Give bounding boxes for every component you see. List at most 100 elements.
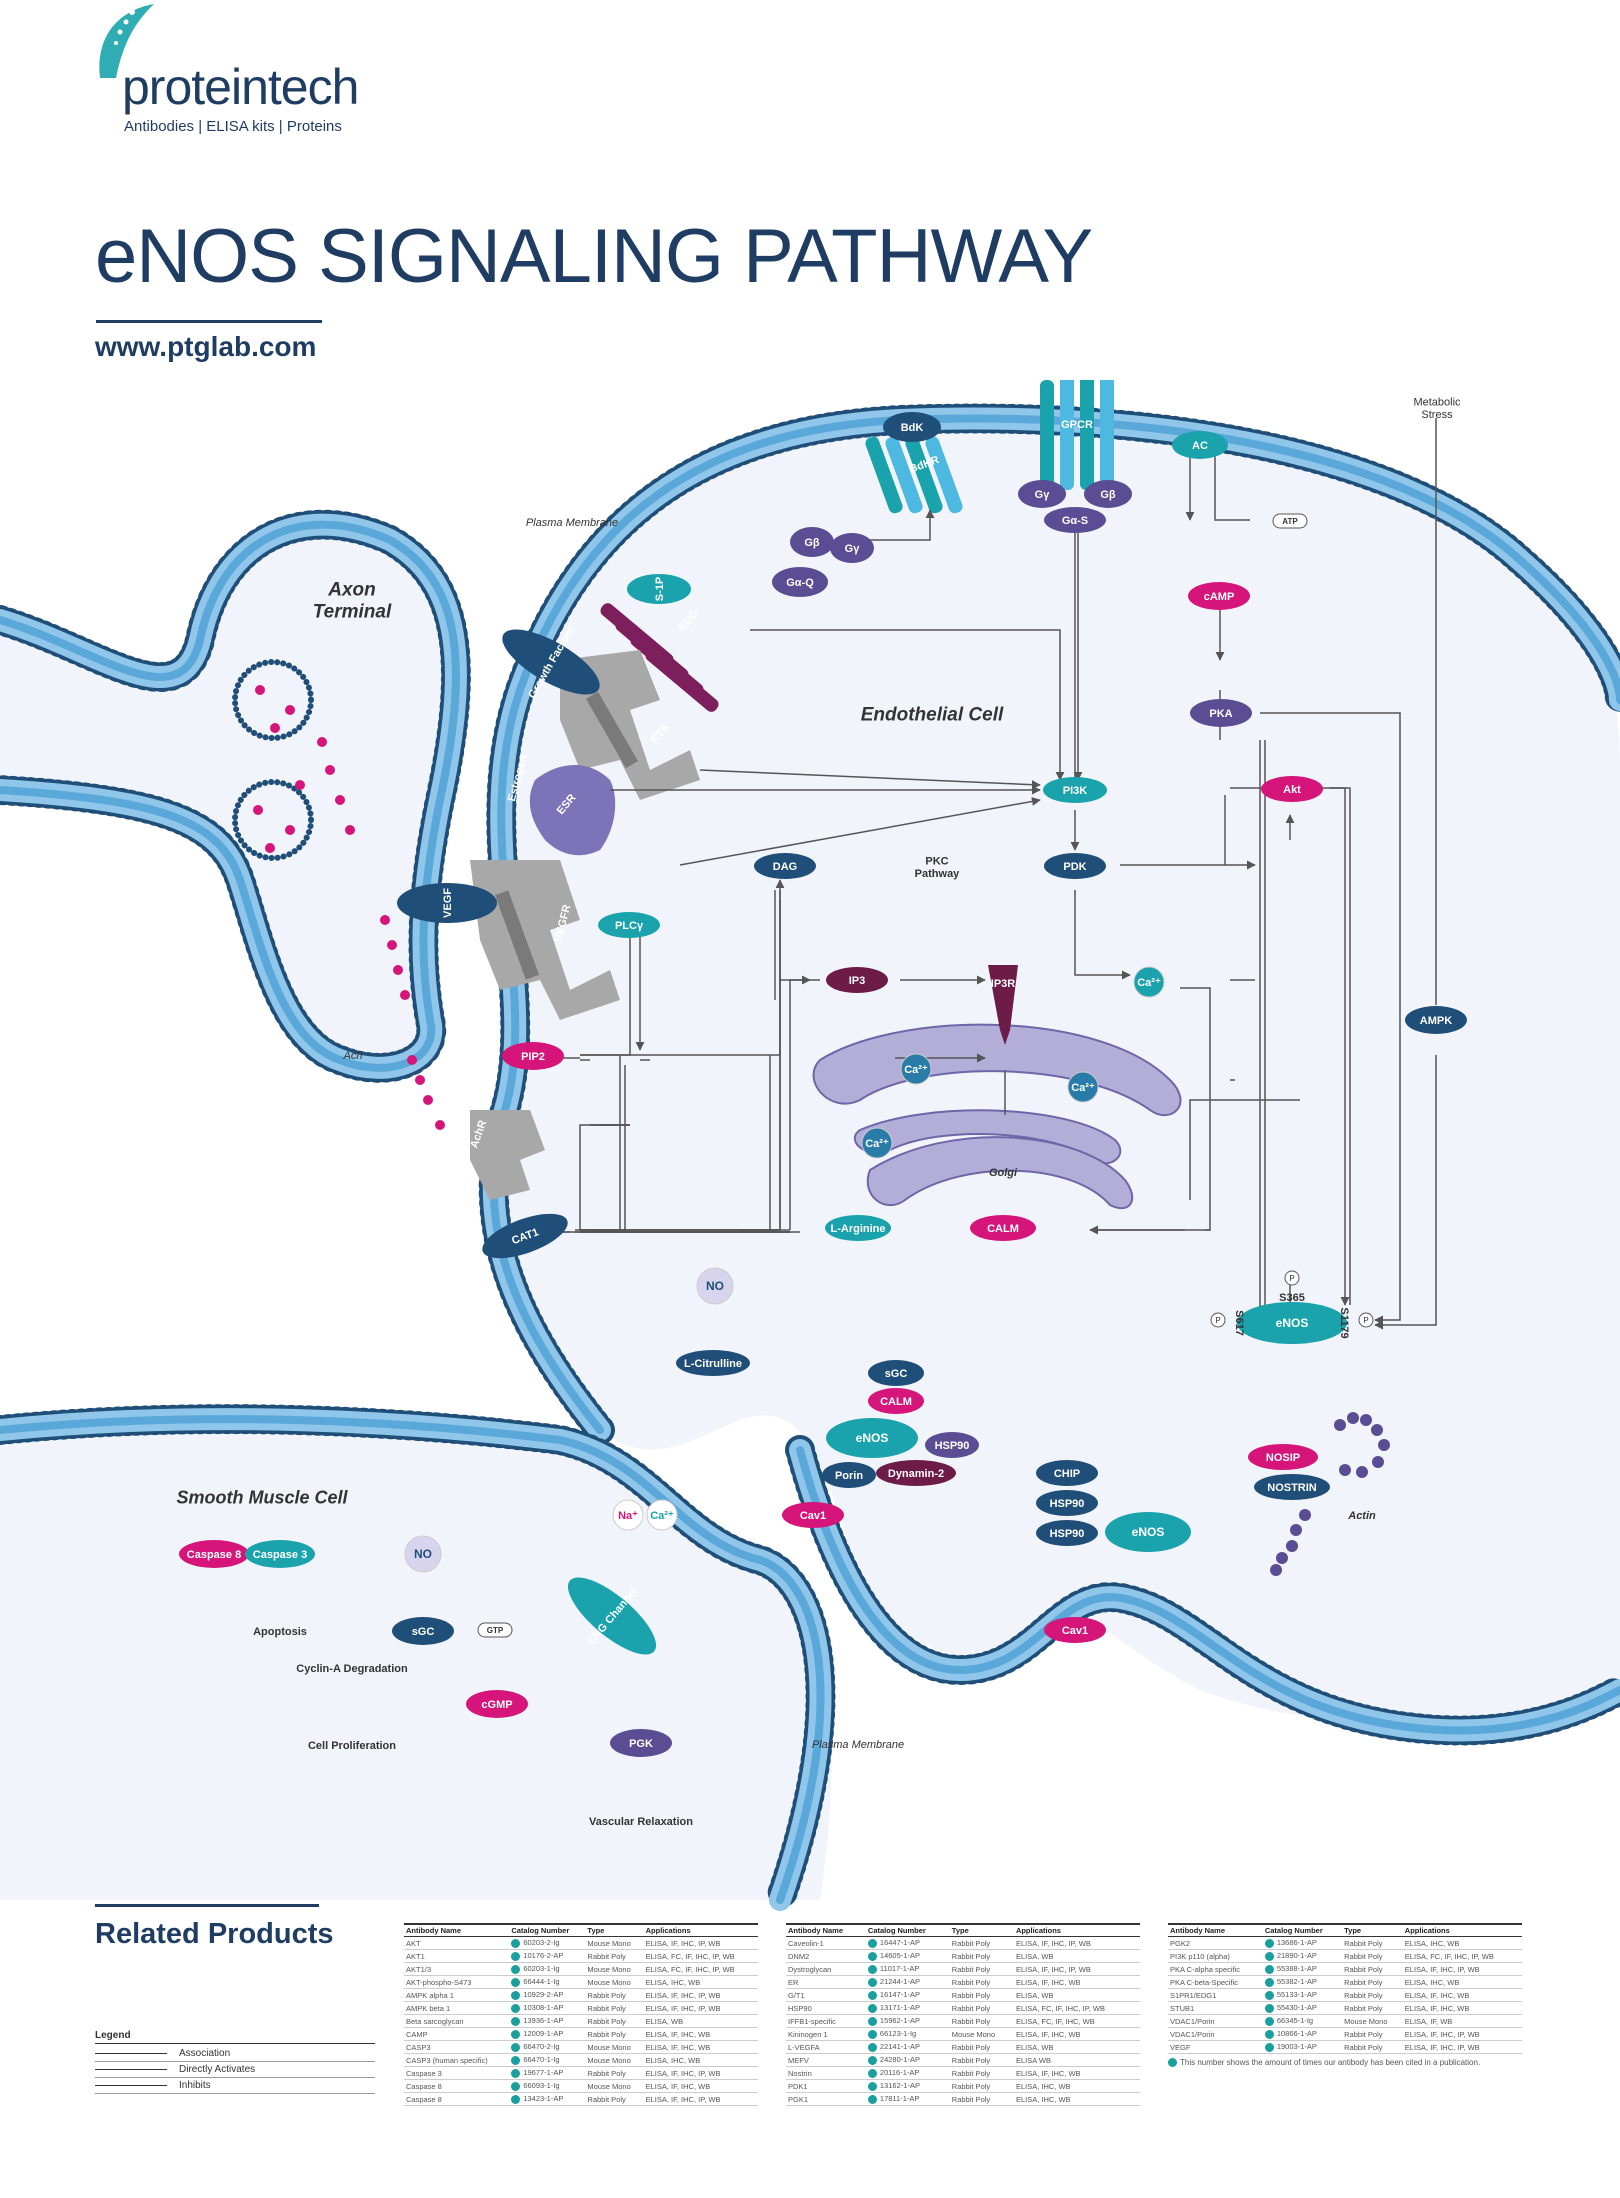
receptor-bdk: BdK [883, 412, 941, 442]
node-ampk: AMPK [1405, 1006, 1467, 1034]
citation-badge [1264, 1938, 1274, 1948]
svg-text:eNOS: eNOS [1132, 1525, 1165, 1539]
svg-text:L-Citrulline: L-Citrulline [684, 1358, 742, 1370]
svg-text:eNOS: eNOS [856, 1431, 889, 1445]
svg-text:Plasma Membrane: Plasma Membrane [812, 1739, 904, 1751]
citation-badge [511, 2068, 521, 2078]
pathway-arrows [560, 418, 1437, 1330]
gpcr-receptor [1040, 380, 1114, 490]
node-enos_main: eNOS [1237, 1302, 1347, 1344]
svg-text:Ach: Ach [343, 1050, 363, 1062]
node-pka: PKA [1190, 699, 1252, 727]
svg-text:sGC: sGC [412, 1626, 435, 1638]
node-cav1a: Cav1 [782, 1502, 844, 1528]
node-sgc2: sGC [392, 1617, 454, 1645]
citation-badge [511, 2081, 521, 2091]
legend: Legend Association Directly Activates In… [95, 2030, 375, 2094]
svg-text:ATP: ATP [1282, 517, 1298, 526]
legend-inhibits: Inhibits [95, 2078, 375, 2094]
table-header: Type [1342, 1923, 1403, 1937]
svg-text:CALM: CALM [987, 1223, 1019, 1235]
node-ca_ch: Ca²⁺ [646, 1499, 678, 1531]
title-rule [96, 320, 322, 323]
svg-text:Pathway: Pathway [915, 868, 961, 880]
website-link[interactable]: www.ptglab.com [95, 331, 317, 362]
node-gb1: Gβ [1084, 480, 1132, 508]
svg-text:Gβ: Gβ [804, 537, 820, 549]
citation-note: This number shows the amount of times ou… [1168, 2058, 1480, 2068]
svg-text:S1179: S1179 [1338, 1307, 1350, 1338]
label-endothelial: Endothelial Cell [861, 705, 1004, 726]
phospho-site-0: P [1284, 1270, 1300, 1286]
legend-association: Association [95, 2046, 375, 2062]
node-larg: L-Arginine [825, 1215, 891, 1241]
node-enos2: eNOS [1105, 1512, 1191, 1552]
svg-text:PI3K: PI3K [1063, 785, 1088, 797]
ach-molecules [253, 685, 445, 1130]
label-cyclin: Cyclin-A Degradation [296, 1663, 408, 1675]
label-golgi: Golgi [989, 1167, 1018, 1179]
svg-text:BdK: BdK [901, 422, 924, 434]
node-camp: cAMP [1188, 582, 1250, 610]
svg-text:Endothelial Cell: Endothelial Cell [861, 705, 1004, 726]
citation-badge [867, 1990, 877, 2000]
svg-text:Caspase 3: Caspase 3 [253, 1549, 307, 1561]
svg-text:PKC: PKC [925, 856, 948, 868]
node-casp8: Caspase 8 [179, 1540, 249, 1568]
node-pip2: PIP2 [502, 1042, 564, 1070]
achr-receptor [470, 1110, 545, 1200]
svg-text:Dynamin-2: Dynamin-2 [888, 1468, 944, 1480]
svg-text:P: P [1363, 1316, 1368, 1325]
node-nostrin: NOSTRIN [1254, 1474, 1330, 1500]
citation-badge [867, 2055, 877, 2065]
node-ca_g3: Ca²⁺ [861, 1127, 893, 1159]
node-calm1: CALM [970, 1215, 1036, 1241]
site-s1179: S1179 [1338, 1307, 1350, 1338]
svg-text:HSP90: HSP90 [1050, 1528, 1085, 1540]
svg-text:DAG: DAG [773, 861, 797, 873]
receptor-gpcr: GPCR [1061, 419, 1093, 431]
table-header: Applications [1013, 1923, 1140, 1937]
node-gtp: GTP [477, 1622, 513, 1638]
svg-text:cGMP: cGMP [481, 1699, 512, 1711]
svg-text:Golgi: Golgi [989, 1167, 1018, 1179]
svg-text:HSP90: HSP90 [1050, 1498, 1085, 1510]
table-header: Antibody Name [1168, 1923, 1263, 1937]
node-pi3k: PI3K [1043, 777, 1107, 803]
related-rule [95, 1904, 319, 1907]
label-ach: Ach [343, 1050, 363, 1062]
node-plcy: PLCγ [598, 912, 660, 938]
svg-text:Cyclin-A Degradation: Cyclin-A Degradation [296, 1663, 408, 1675]
svg-text:PDK: PDK [1063, 861, 1086, 873]
table-header: Applications [643, 1923, 758, 1937]
node-hsp90c: HSP90 [1036, 1520, 1098, 1546]
node-casp3: Caspase 3 [245, 1540, 315, 1568]
svg-text:PGK: PGK [629, 1738, 653, 1750]
node-dyn2: Dynamin-2 [876, 1460, 956, 1486]
node-cgmp: cGMP [466, 1690, 528, 1718]
bdkr-receptor [865, 436, 963, 514]
svg-text:Cav1: Cav1 [1062, 1625, 1088, 1637]
node-ac: AC [1172, 431, 1228, 459]
citation-badge [867, 1938, 877, 1948]
svg-text:GTP: GTP [487, 1626, 504, 1635]
